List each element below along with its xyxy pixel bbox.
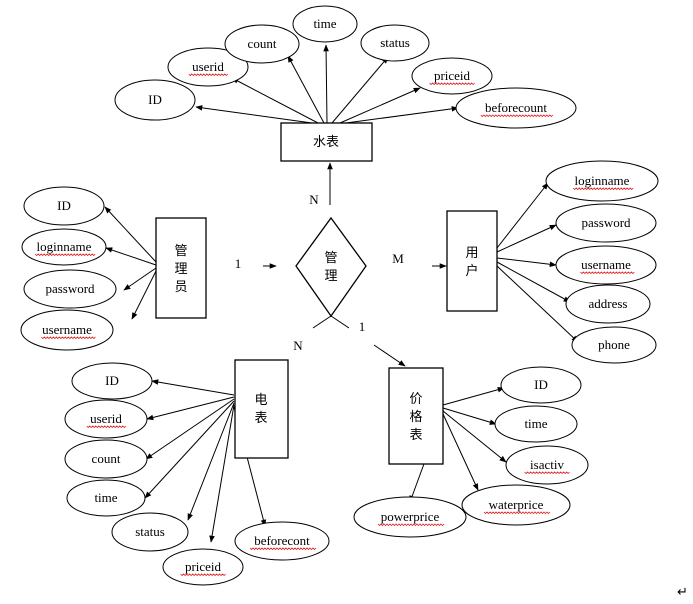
spellcheck-underline (249, 547, 317, 551)
attr-water-id: ID (114, 79, 196, 121)
svg-text:ID: ID (148, 92, 162, 107)
svg-text:status: status (135, 524, 165, 539)
card-price: 1 (359, 319, 366, 334)
svg-text:ID: ID (105, 373, 119, 388)
admin-label: 管理员 (174, 244, 187, 295)
entity-user: 用户 (446, 210, 498, 312)
attr-price-powerprice: powerprice (353, 496, 467, 538)
spellcheck-underline (377, 523, 445, 527)
svg-text:password: password (45, 281, 95, 296)
attr-admin-password: password (23, 269, 117, 309)
attr-elec-count: count (64, 439, 148, 479)
attr-water-status: status (360, 24, 430, 62)
entity-admin: 管理员 (155, 217, 207, 319)
attr-user-username: username (555, 245, 657, 285)
svg-text:ID: ID (57, 198, 71, 213)
attr-water-beforecount: beforecount (455, 87, 577, 129)
card-elec: N (293, 338, 303, 353)
svg-text:address: address (589, 296, 628, 311)
svg-text:phone: phone (598, 337, 630, 352)
water-edges (195, 44, 459, 205)
svg-text:username: username (42, 322, 92, 337)
attr-admin-loginname: loginname (21, 228, 107, 266)
svg-text:priceid: priceid (185, 559, 222, 574)
svg-text:userid: userid (90, 411, 122, 426)
attr-price-waterprice: waterprice (461, 484, 571, 526)
attr-elec-id: ID (71, 362, 153, 400)
card-admin: 1 (235, 256, 242, 271)
spellcheck-underline (483, 511, 551, 515)
entity-price: 价格表 (388, 367, 444, 465)
attr-user-loginname: loginname (545, 160, 659, 202)
elec-edges (144, 379, 267, 543)
attr-price-isactiv: isactiv (505, 445, 589, 485)
svg-text:beforecount: beforecount (485, 100, 547, 115)
svg-text:管理: 管理 (324, 251, 337, 284)
attr-elec-status: status (111, 512, 189, 552)
spellcheck-underline (429, 82, 475, 86)
attr-elec-userid: userid (64, 399, 148, 439)
attr-admin-username: username (20, 309, 114, 351)
attr-user-phone: phone (571, 326, 657, 364)
svg-text:loginname: loginname (37, 239, 92, 254)
user-edges (432, 182, 579, 343)
svg-text:count: count (248, 36, 277, 51)
svg-text:time: time (94, 490, 117, 505)
svg-text:价格表: 价格表 (409, 392, 422, 443)
attr-user-password: password (555, 203, 657, 243)
attr-water-time: time (292, 5, 358, 43)
svg-text:水表: 水表 (313, 135, 339, 150)
spellcheck-underline (34, 253, 96, 257)
spellcheck-underline (86, 425, 127, 429)
admin-edges (104, 206, 277, 320)
svg-text:password: password (581, 215, 631, 230)
svg-text:用户: 用户 (465, 246, 478, 279)
cardinality-labels: N 1 M N 1 (235, 192, 404, 353)
svg-text:loginname: loginname (575, 173, 630, 188)
svg-text:beforecont: beforecont (254, 533, 310, 548)
attr-user-address: address (565, 284, 651, 324)
svg-text:ID: ID (534, 377, 548, 392)
spellcheck-underline (580, 271, 635, 275)
entity-water: 水表 (280, 122, 373, 162)
spellcheck-underline (524, 471, 570, 475)
attr-elec-time: time (66, 479, 146, 517)
svg-text:userid: userid (192, 59, 224, 74)
svg-text:powerprice: powerprice (381, 509, 440, 524)
spellcheck-underline (480, 114, 554, 118)
svg-text:waterprice: waterprice (489, 497, 544, 512)
svg-text:priceid: priceid (434, 68, 471, 83)
relationship-diamond: 管理 (295, 216, 367, 318)
spellcheck-underline (180, 573, 226, 577)
rel-edges (312, 315, 406, 367)
attr-admin-id: ID (23, 186, 105, 226)
attr-elec-priceid: priceid (162, 548, 244, 586)
svg-text:电表: 电表 (254, 393, 267, 426)
attr-water-userid: userid (167, 47, 249, 87)
svg-text:time: time (524, 416, 547, 431)
spellcheck-underline (188, 73, 229, 77)
card-water: N (309, 192, 319, 207)
attr-price-time: time (494, 405, 578, 443)
return-mark: ↵ (677, 584, 688, 599)
attr-elec-beforecont: beforecont (234, 521, 330, 561)
spellcheck-underline (572, 187, 634, 191)
spellcheck-underline (41, 336, 96, 340)
attr-price-id: ID (500, 366, 582, 404)
attribute-ellipses: ID userid count time status priceid beforecoun… (20, 5, 659, 586)
svg-text:isactiv: isactiv (530, 457, 564, 472)
entity-elec: 电表 (234, 359, 289, 459)
svg-text:time: time (313, 16, 336, 31)
svg-text:status: status (380, 35, 410, 50)
svg-text:username: username (581, 257, 631, 272)
attr-water-priceid: priceid (411, 57, 493, 95)
card-user: M (392, 251, 404, 266)
svg-text:count: count (92, 451, 121, 466)
attr-water-count: count (224, 24, 300, 64)
